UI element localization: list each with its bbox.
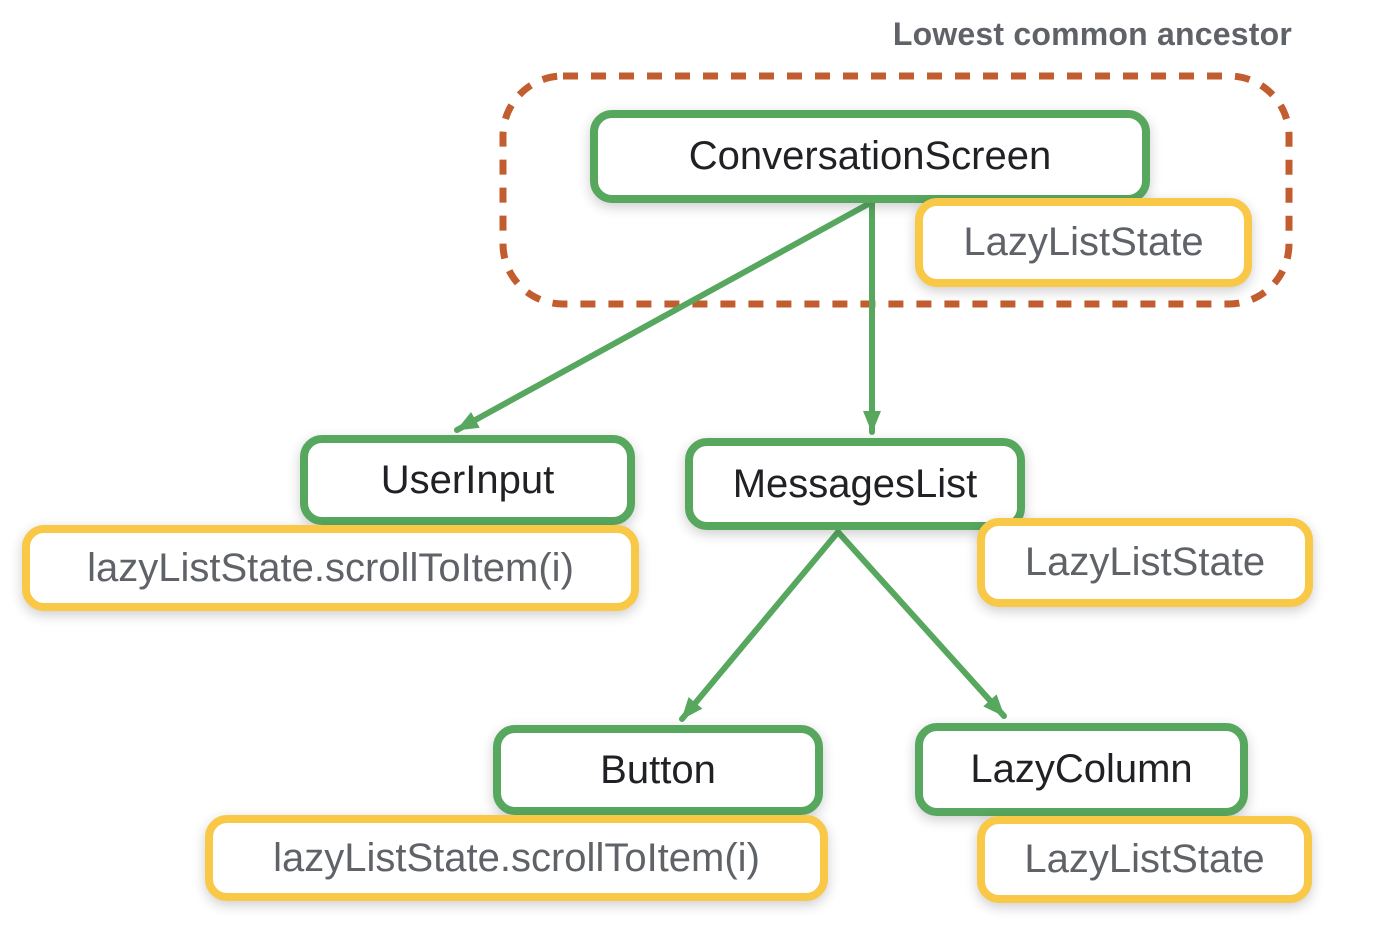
state-lazy-column-lazyliststate: LazyListState [977,816,1312,903]
diagram-title: Lowest common ancestor [892,16,1292,52]
edge-messageslist-button [679,529,841,722]
node-user-input-label: UserInput [380,457,555,502]
state-user-input-scrolltoitem-call: lazyListState.scrollToItem(i) [22,525,639,611]
edge-messageslist-lazycolumn [835,529,1007,719]
node-button-label: Button [600,747,716,792]
node-user-input: UserInput [300,435,635,525]
node-messages-list-label: MessagesList [732,461,978,506]
node-messages-list: MessagesList [685,438,1025,530]
state-hoisted-lazyliststate: LazyListState [915,198,1252,287]
node-lazy-column: LazyColumn [915,723,1248,816]
edge-conversationscreen-userinput [454,199,875,433]
state-button-scrolltoitem-call: lazyListState.scrollToItem(i) [205,815,828,901]
state-user-input-scrolltoitem-label: lazyListState.scrollToItem(i) [87,545,574,590]
node-conversation-screen: ConversationScreen [590,110,1150,203]
node-lazy-column-label: LazyColumn [970,747,1193,791]
state-button-scrolltoitem-label: lazyListState.scrollToItem(i) [273,835,760,880]
node-conversation-screen-label: ConversationScreen [688,134,1052,178]
state-hoisted-lazyliststate-label: LazyListState [963,220,1204,264]
state-lazy-column-lazyliststate-label: LazyListState [1024,837,1265,881]
lowest-common-ancestor-outline [499,72,1293,308]
node-button: Button [493,725,823,815]
state-messages-list-lazyliststate: LazyListState [977,518,1313,607]
state-messages-list-lazyliststate-label: LazyListState [1024,540,1266,584]
